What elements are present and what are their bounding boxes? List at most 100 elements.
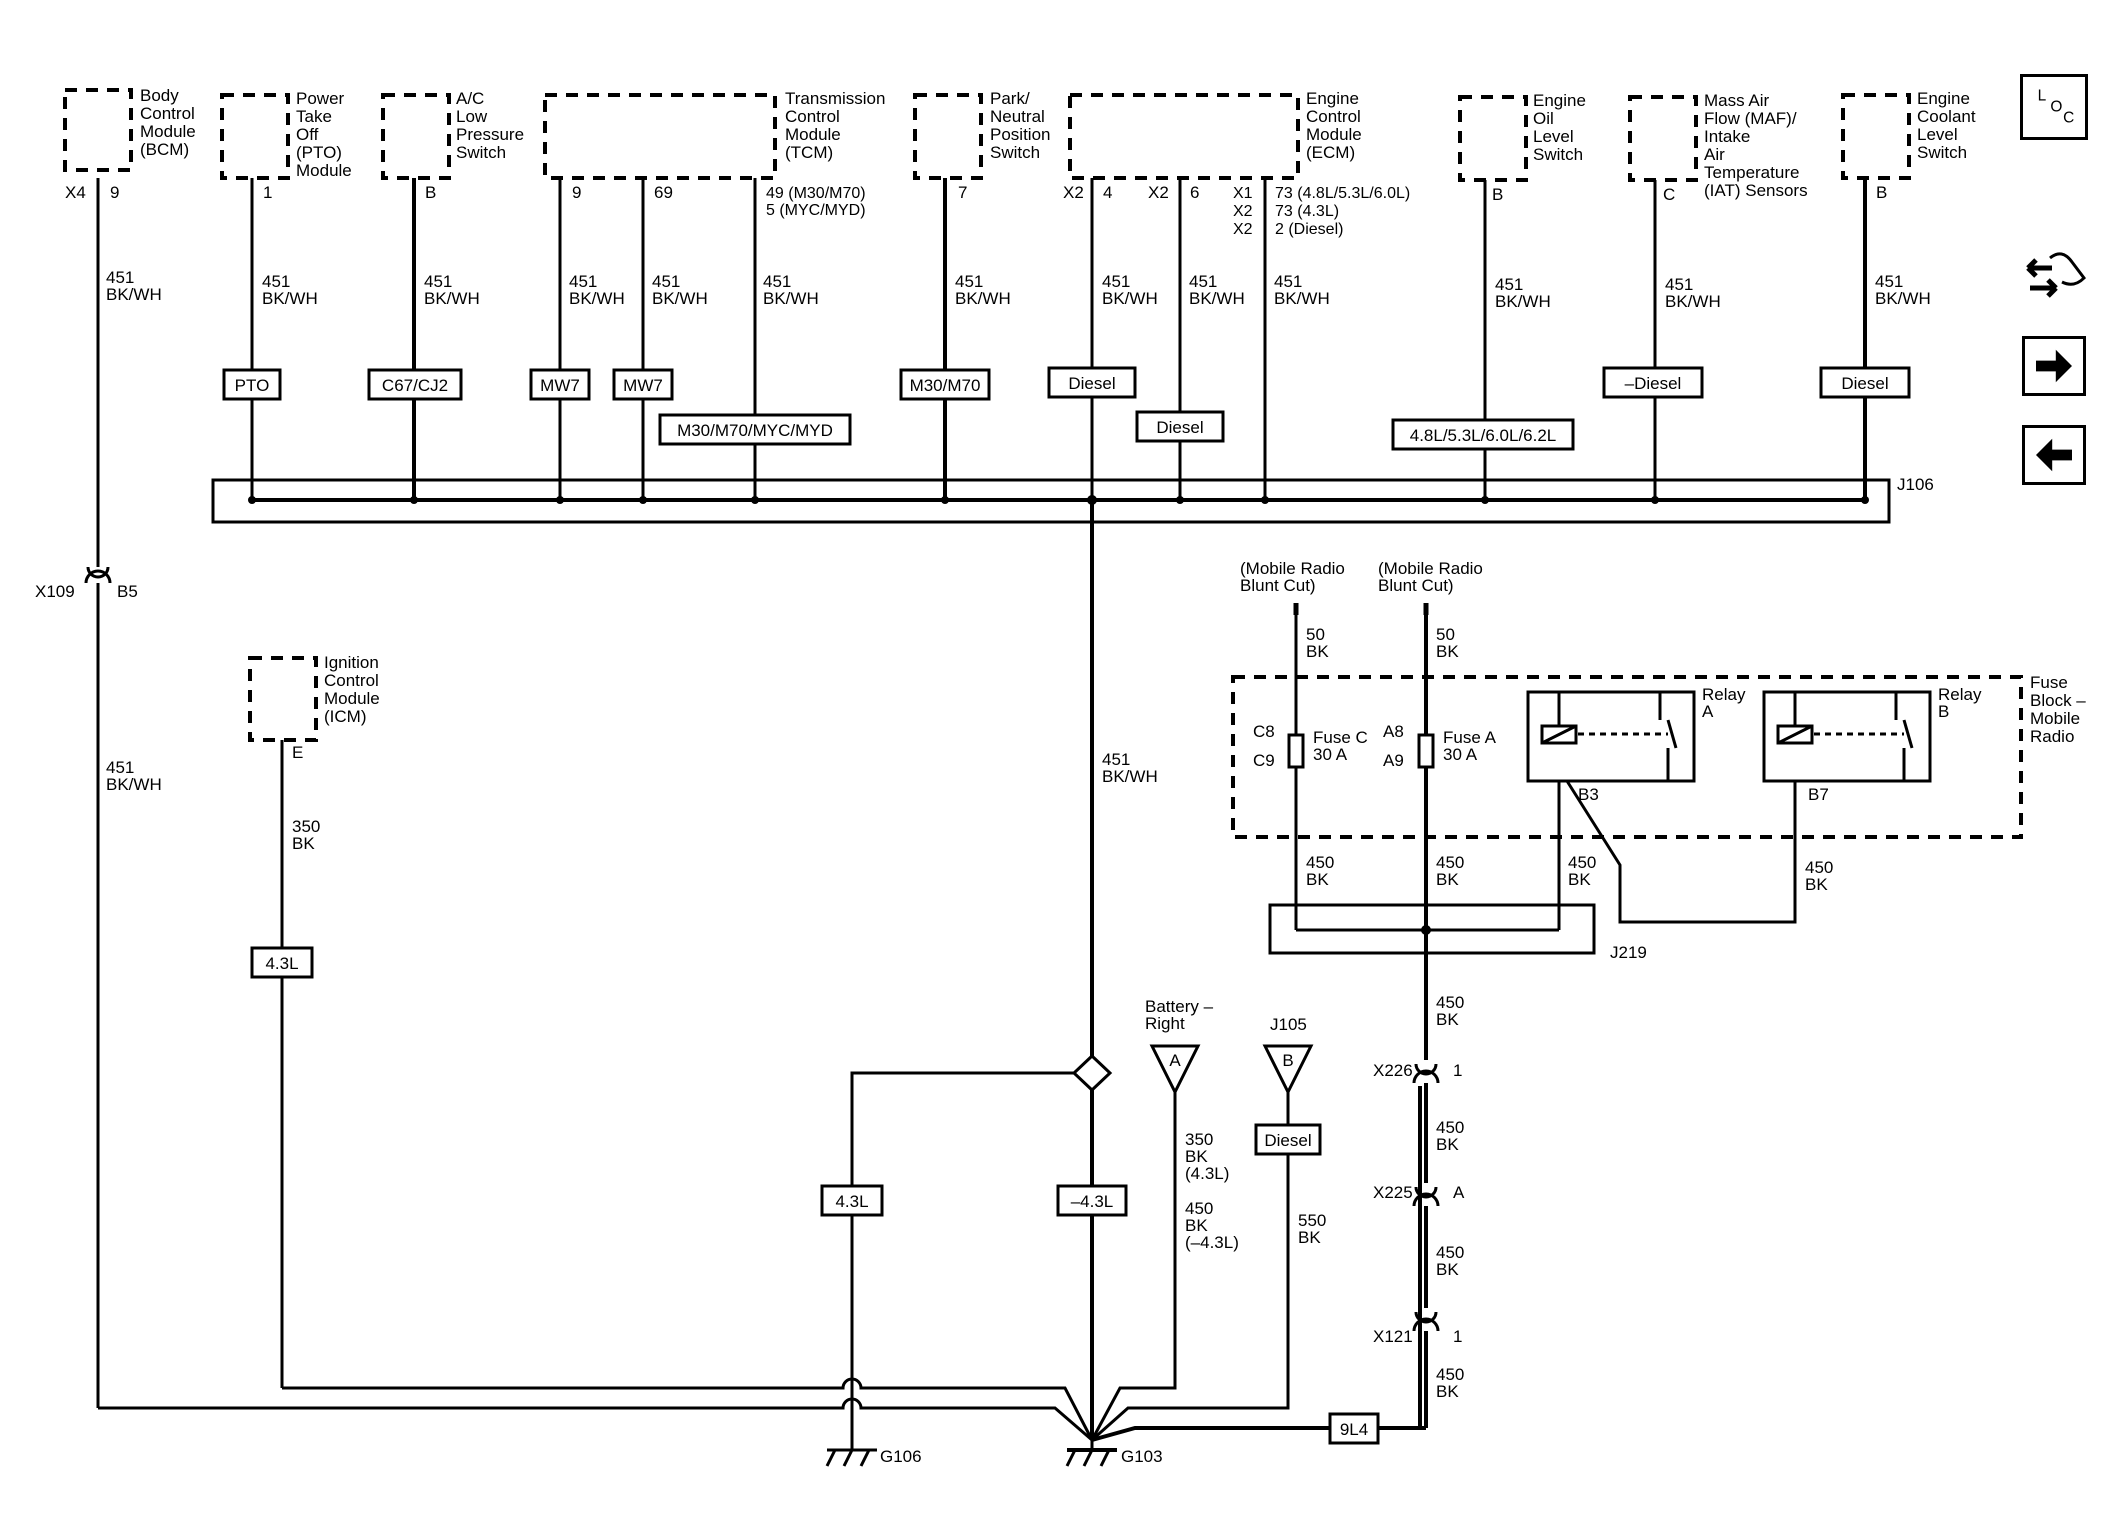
- svg-text:1: 1: [263, 183, 272, 202]
- ground-g106: G106: [825, 1447, 922, 1467]
- top-wires: [96, 178, 1867, 567]
- loc-button[interactable]: L O C: [2020, 74, 2088, 140]
- back-arrow-icon: [2036, 438, 2072, 472]
- svg-text:6: 6: [1190, 183, 1199, 202]
- svg-text:Diesel: Diesel: [1264, 1131, 1311, 1150]
- svg-text:Battery –Right: Battery –Right: [1145, 997, 1214, 1033]
- svg-text:Diesel: Diesel: [1068, 374, 1115, 393]
- svg-text:49 (M30/M70)5 (MYC/MYD): 49 (M30/M70)5 (MYC/MYD): [766, 185, 866, 219]
- svg-text:MW7: MW7: [623, 376, 663, 395]
- svg-text:A: A: [1169, 1051, 1181, 1070]
- svg-text:X2: X2: [1148, 183, 1169, 202]
- svg-text:9L4: 9L4: [1340, 1420, 1368, 1439]
- svg-text:X225: X225: [1373, 1183, 1413, 1202]
- svg-text:B: B: [1492, 185, 1503, 204]
- svg-text:B5: B5: [117, 582, 138, 601]
- pin-labels: X4 9 1 B 9 69 49 (M30/M70)5 (MYC/MYD) 7 …: [65, 183, 1887, 238]
- svg-text:Fuse C30 A: Fuse C30 A: [1313, 728, 1368, 764]
- splice-j219: J219: [1268, 903, 1647, 962]
- svg-text:G103: G103: [1121, 1447, 1163, 1466]
- svg-text:J106: J106: [1897, 475, 1934, 494]
- forward-button[interactable]: [2022, 336, 2086, 396]
- forward-arrow-icon: [2036, 349, 2072, 383]
- svg-text:9: 9: [110, 183, 119, 202]
- svg-text:4.3L: 4.3L: [265, 954, 298, 973]
- svg-text:4.3L: 4.3L: [835, 1192, 868, 1211]
- svg-text:1: 1: [1453, 1327, 1462, 1346]
- svg-text:Fuse A30 A: Fuse A30 A: [1443, 728, 1497, 764]
- radio-ground-line: 9L4: [1091, 1060, 1422, 1445]
- svg-text:C: C: [2063, 109, 2074, 126]
- svg-text:M30/M70: M30/M70: [910, 376, 981, 395]
- svg-text:C67/CJ2: C67/CJ2: [382, 376, 448, 395]
- svg-text:B: B: [425, 183, 436, 202]
- svg-text:J105: J105: [1270, 1015, 1307, 1034]
- back-button[interactable]: [2022, 425, 2086, 485]
- svg-text:B7: B7: [1808, 785, 1829, 804]
- svg-text:69: 69: [654, 183, 673, 202]
- svg-text:–Diesel: –Diesel: [1625, 374, 1682, 393]
- svg-text:PTO: PTO: [235, 376, 270, 395]
- svg-text:Diesel: Diesel: [1841, 374, 1888, 393]
- svg-text:B: B: [1876, 183, 1887, 202]
- svg-text:E: E: [292, 743, 303, 762]
- svg-text:M30/M70/MYC/MYD: M30/M70/MYC/MYD: [677, 421, 833, 440]
- ground-bus: 4.3L –4.3L: [98, 1053, 1128, 1450]
- svg-text:Diesel: Diesel: [1156, 418, 1203, 437]
- svg-text:G106: G106: [880, 1447, 922, 1466]
- svg-text:A: A: [1453, 1183, 1465, 1202]
- svg-text:–4.3L: –4.3L: [1071, 1192, 1114, 1211]
- ground-g103: G103: [1065, 1440, 1163, 1467]
- svg-text:X121: X121: [1373, 1327, 1413, 1346]
- harness-connector-icon[interactable]: [2022, 248, 2088, 308]
- svg-text:1: 1: [1453, 1061, 1462, 1080]
- svg-text:73 (4.8L/5.3L/6.0L)73 (4.3L)2: 73 (4.8L/5.3L/6.0L)73 (4.3L)2 (Diesel): [1275, 185, 1410, 238]
